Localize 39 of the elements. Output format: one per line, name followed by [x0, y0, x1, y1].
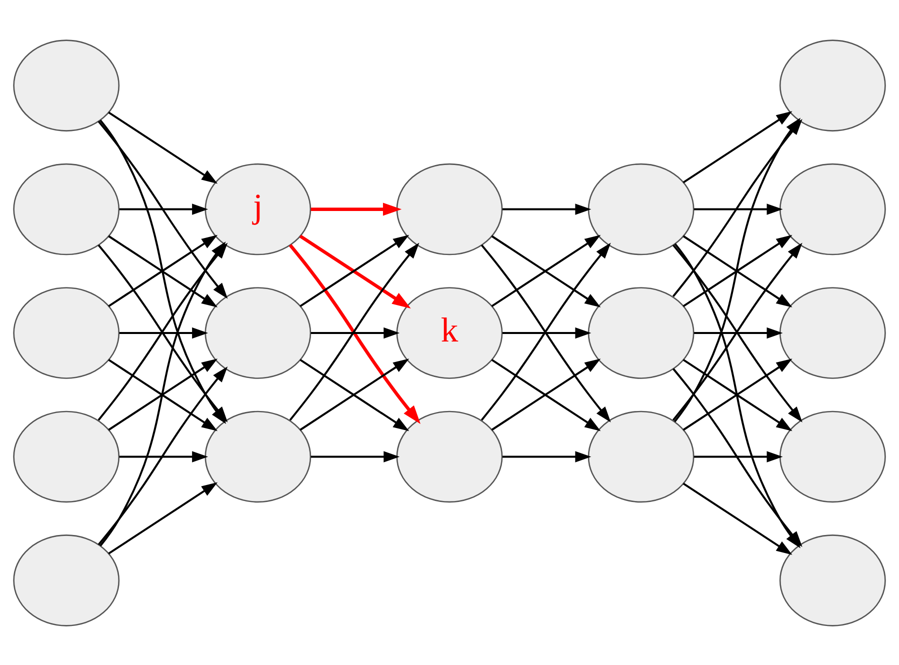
arrow [694, 203, 783, 214]
node-ellipse [396, 162, 503, 255]
arrow [502, 450, 592, 462]
node-ellipse [13, 162, 120, 255]
arrow [682, 110, 792, 183]
node-ellipse [204, 286, 312, 378]
arrow [100, 119, 226, 424]
arrow [108, 482, 218, 554]
node-ellipse [396, 410, 503, 502]
node-ellipse [204, 410, 312, 502]
node-ellipse [779, 410, 886, 502]
node-ellipse: k [396, 286, 503, 378]
node-ellipse [588, 162, 694, 255]
arrow [694, 326, 783, 338]
arrow [100, 241, 226, 546]
arrow [682, 482, 792, 554]
node-ellipse [588, 410, 694, 502]
arrow [672, 368, 802, 546]
arrow [310, 202, 402, 216]
arrow [108, 111, 218, 184]
arrow [694, 450, 783, 462]
node-ellipse [779, 39, 886, 131]
arrow [310, 450, 400, 462]
arrow [674, 117, 801, 422]
node-ellipse [588, 286, 694, 378]
arrow [119, 203, 208, 214]
node-ellipse [13, 39, 120, 131]
arrow [119, 450, 208, 462]
arrow [119, 326, 208, 338]
node-ellipse [779, 534, 886, 626]
node-ellipse: j [204, 162, 312, 255]
arrow [502, 203, 592, 214]
node-ellipse [779, 162, 886, 255]
arrow [310, 326, 400, 338]
node-ellipse [779, 286, 886, 378]
node-ellipse [13, 534, 120, 626]
arrow [502, 326, 592, 338]
node-ellipse [13, 410, 120, 502]
node-ellipse [13, 286, 120, 378]
